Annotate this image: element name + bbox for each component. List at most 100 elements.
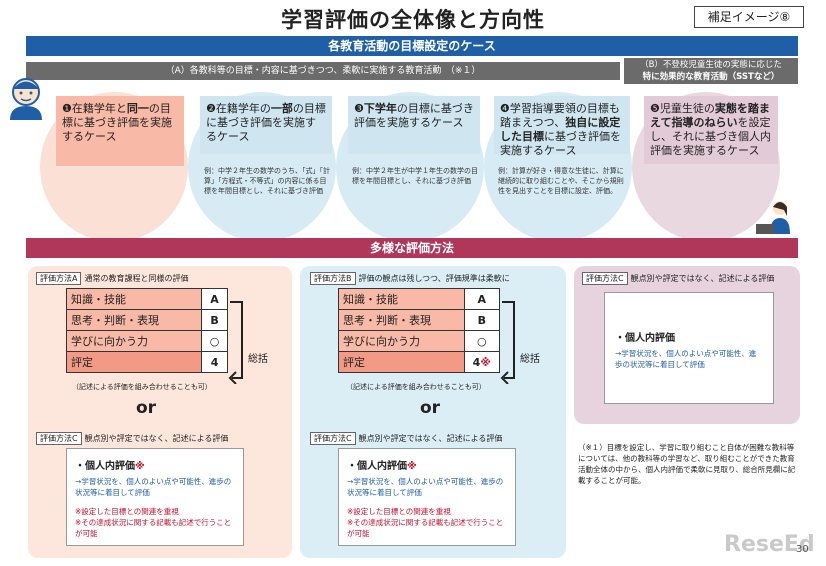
method-c-tag-left: 評価方法C (36, 432, 82, 445)
table-row: 学びに向かう力○ (65, 330, 228, 352)
case-3: ❸下学年の目標に基づき評価を実施するケース (348, 96, 480, 154)
sokatsu-label-a: 総括 (248, 354, 268, 365)
case-2-example: 例：中学２年生の数学のうち、「式」「計算」「方程式・不等式」の内容に係る目標を年… (204, 167, 330, 195)
case-1-text-a: 在籍学年と (71, 102, 127, 115)
page-number: 30 (796, 544, 809, 555)
method-a-tag: 評価方法A (36, 272, 82, 285)
table-row: 学びに向かう力○ (338, 330, 501, 352)
method-b-note: （記述による評価を組み合わせることも可） (346, 383, 486, 391)
method-c-box-right: ・個人内評価 →学習状況を、個人のよい点や可能性、進歩の状況等に着目して評価 (604, 292, 774, 404)
case-5-bold: 実態を踏まえて指導のねらい (650, 102, 770, 129)
row-value: 4 (201, 351, 228, 373)
method-c-caption-left: 観点別や評定ではなく、記述による評価 (84, 434, 229, 443)
case-1-bold: 同一 (126, 102, 149, 115)
method-c-caption-mid: 観点別や評定ではなく、記述による評価 (358, 434, 503, 443)
method-c-red1-mid: ※設定した目標との関連を重視 (347, 507, 451, 516)
row-value: ○ (201, 330, 228, 352)
row-value: 4 (472, 355, 481, 369)
or-label-b: or (420, 398, 441, 418)
case-5-text-b: を設定し、それに基づき個人内評価を実施するケース (650, 116, 771, 157)
banner-a: （A）各教科等の目標・内容に基づきつつ、柔軟に実施する教育活動 （※１） (26, 62, 620, 80)
method-a-note: （記述による評価を組み合わせることも可） (72, 383, 212, 391)
row-label: 学びに向かう力 (65, 330, 203, 352)
case-2-text-b: の目標に基づき評価を実施するケース (206, 102, 326, 143)
sokatsu-label-b: 総括 (520, 354, 540, 365)
method-c-mark-left: ※ (135, 461, 145, 472)
case-2-number: ❷ (206, 102, 216, 115)
hyoutei-mark: ※ (480, 355, 491, 369)
method-c-red2-left: ※その達成状況に関する記載も記述で行うことが可能 (75, 518, 232, 538)
row-label: 思考・判断・表現 (338, 309, 465, 331)
row-label: 思考・判断・表現 (65, 309, 203, 331)
method-a-caption: 通常の教育課程と同様の評価 (84, 274, 189, 283)
sokatsu-arrow-a (228, 301, 243, 384)
page-title: 学習評価の全体像と方向性 (281, 8, 545, 32)
method-c-box-mid: ・個人内評価※ →学習状況を、個人のよい点や可能性、進歩の状況等に着目して評価 … (338, 448, 516, 546)
method-c-tag-mid: 評価方法C (310, 432, 356, 445)
method-c-red2-mid: ※その達成状況に関する記載も記述で行うことが可能 (347, 518, 504, 538)
case-5-number: ❺ (650, 102, 660, 115)
row-value: A (463, 288, 501, 310)
case-5: ❺児童生徒の実態を踏まえて指導のねらいを設定し、それに基づき個人内評価を実施する… (644, 96, 778, 164)
method-c-body-left: →学習状況を、個人のよい点や可能性、進歩の状況等に着目して評価 (75, 477, 232, 497)
case-2: ❷在籍学年の一部の目標に基づき評価を実施するケース (200, 96, 332, 154)
case-4-text-a: 学習指導要領の目標も踏まえつつ、 (500, 102, 620, 129)
method-c-mark-mid: ※ (407, 461, 417, 472)
method-c-heading-mid: ・個人内評価 (347, 461, 407, 472)
row-value-cell: 4※ (463, 351, 501, 373)
case-3-bold: 下学年 (363, 102, 397, 115)
case-4-bold: 独自に設定した目標 (500, 116, 621, 143)
method-c-body-right: →学習状況を、個人のよい点や可能性、進歩の状況等に着目して評価 (615, 349, 757, 369)
row-label: 評定 (65, 351, 203, 373)
teacher-icon (756, 201, 790, 234)
student-icon (10, 78, 42, 120)
resemom-watermark: ReseEd (724, 532, 815, 557)
banner-goal-cases: 各教育活動の目標設定のケース (26, 36, 798, 56)
banner-b-line2: 特に効果的な教育活動（SSTなど） (642, 72, 780, 82)
method-c-box-left: ・個人内評価※ →学習状況を、個人のよい点や可能性、進歩の状況等に着目して評価 … (66, 448, 244, 546)
row-label: 評定 (338, 351, 465, 373)
row-label: 知識・技能 (65, 288, 203, 310)
row-value: B (201, 309, 228, 331)
footnote: （※１）目標を設定し、学習に取り組むこと自体が困難な教科等については、他の教科等… (578, 443, 796, 485)
case-2-bold: 一部 (270, 102, 293, 115)
banner-b: （B）不登校児童生徒の実態に応じた 特に効果的な教育活動（SSTなど） (624, 58, 798, 84)
method-b-caption: 評価の観点は残しつつ、評価規準は柔軟に (358, 274, 510, 283)
case-1-number: ❶ (62, 102, 72, 115)
row-value: ○ (463, 330, 501, 352)
case-1: ❶在籍学年と同一の目標に基づき評価を実施するケース (56, 96, 184, 166)
banner-methods: 多様な評価方法 (26, 238, 798, 258)
method-c-tag-right: 評価方法C (582, 272, 628, 285)
supplement-badge: 補足イメージ⑧ (694, 6, 804, 28)
row-value: A (201, 288, 228, 310)
case-5-text-a: 児童生徒の (659, 102, 715, 115)
case-4-number: ❹ (500, 102, 510, 115)
method-c-body-mid: →学習状況を、個人のよい点や可能性、進歩の状況等に着目して評価 (347, 477, 504, 497)
method-c-red1-left: ※設定した目標との関連を重視 (75, 507, 179, 516)
case-1-text-b: の目標に基づき評価を実施するケース (62, 102, 172, 143)
method-c-heading-right: ・個人内評価 (615, 333, 675, 344)
or-label-a: or (136, 398, 157, 418)
method-c-caption-right: 観点別や評定ではなく、記述による評価 (630, 274, 775, 283)
case-3-number: ❸ (354, 102, 364, 115)
case-4-example: 例：計算が好き・得意な生徒に、計算に継続的に取り組むことや、そこから規則性を見出… (498, 167, 624, 195)
method-b-tag: 評価方法B (310, 272, 356, 285)
row-label: 知識・技能 (338, 288, 465, 310)
row-label: 学びに向かう力 (338, 330, 465, 352)
row-value: B (463, 309, 501, 331)
case-3-example: 例：中学２年生が中学１年生の数学の目標を年間目標とし、それに基づき評価 (352, 167, 478, 185)
method-c-heading-left: ・個人内評価 (75, 461, 135, 472)
case-3-text-b: の目標に基づき評価を実施するケース (354, 102, 474, 129)
